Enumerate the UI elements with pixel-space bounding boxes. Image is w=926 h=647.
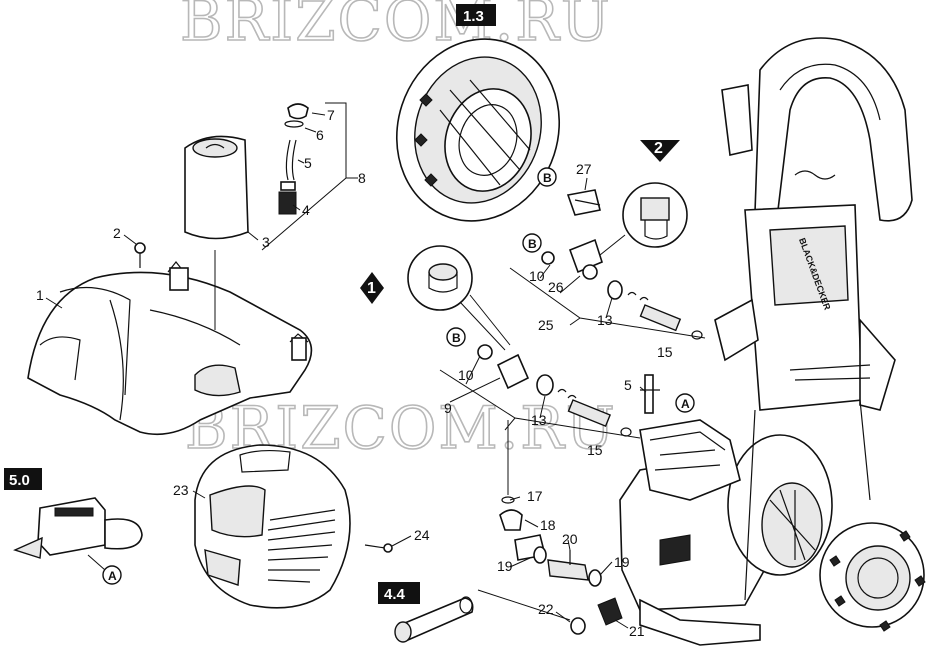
part-number-23: 23 [173, 482, 189, 498]
label-box-1-3 [456, 4, 496, 26]
part-number-19-left: 19 [497, 558, 513, 574]
ref-marker-b-lower: B [446, 327, 466, 347]
part-number-3: 3 [262, 234, 270, 250]
svg-text:A: A [681, 397, 690, 411]
label-1-3: 1.3 [463, 8, 484, 25]
part-number-4: 4 [302, 202, 310, 218]
callout-badge-2: 2 [654, 140, 663, 157]
part-number-15-lower: 15 [587, 442, 603, 458]
upper-fittings [541, 189, 703, 340]
part-number-9: 9 [444, 400, 452, 416]
detergent-tank [184, 135, 249, 240]
part-number-17: 17 [527, 488, 543, 504]
ref-marker-a-motor: A [675, 393, 695, 413]
part-number-22: 22 [538, 601, 554, 617]
pump-module [13, 497, 143, 559]
motor-pump-unit [619, 419, 833, 646]
ref-marker-b-reel: B [537, 167, 557, 187]
ref-marker-b-upper: B [522, 233, 542, 253]
part-number-10-lower: 10 [458, 367, 474, 383]
watermark-top: BRIZCOM.RU [180, 0, 612, 54]
part-number-20: 20 [562, 531, 578, 547]
part-number-26: 26 [548, 279, 564, 295]
screw-2 [134, 242, 146, 268]
callout-2 [599, 140, 688, 256]
part-number-10-upper: 10 [529, 268, 545, 284]
part-number-27: 27 [576, 161, 592, 177]
part-number-7: 7 [327, 107, 335, 123]
suction-tube-parts [278, 103, 309, 215]
part-number-13-lower: 13 [531, 412, 547, 428]
part-number-8: 8 [358, 170, 366, 186]
label-4-4: 4.4 [384, 586, 406, 603]
frame-trolley: BLACK&DECKER [714, 37, 926, 632]
part-number-18: 18 [540, 517, 556, 533]
label-box-4-4 [378, 582, 420, 604]
svg-text:B: B [452, 331, 461, 345]
bracket-8 [261, 102, 347, 251]
hose-connectors [499, 420, 623, 635]
lance-extension [394, 596, 474, 643]
callout-1 [360, 245, 511, 351]
part-number-21: 21 [629, 623, 645, 639]
part-number-13-upper: 13 [597, 312, 613, 328]
hose-reel [395, 38, 561, 222]
part-number-19-right: 19 [614, 554, 630, 570]
part-number-6: 6 [316, 127, 324, 143]
label-box-5-0 [4, 468, 42, 490]
svg-text:A: A [108, 569, 117, 583]
front-cover [194, 444, 351, 609]
part-number-25: 25 [538, 317, 554, 333]
ref-marker-a-module: A [102, 565, 122, 585]
lower-fittings [477, 344, 632, 437]
svg-text:B: B [528, 237, 537, 251]
part-number-5-pin: 5 [624, 377, 632, 393]
main-housing [27, 261, 313, 436]
part-number-1: 1 [36, 287, 44, 303]
callout-badge-1: 1 [367, 280, 376, 297]
part-number-15-upper: 15 [657, 344, 673, 360]
part-number-5: 5 [304, 155, 312, 171]
part-number-24: 24 [414, 527, 430, 543]
svg-text:B: B [543, 171, 552, 185]
part-number-2: 2 [113, 225, 121, 241]
screw-24 [364, 543, 393, 553]
label-5-0: 5.0 [9, 472, 30, 489]
pin-5 [640, 374, 660, 414]
